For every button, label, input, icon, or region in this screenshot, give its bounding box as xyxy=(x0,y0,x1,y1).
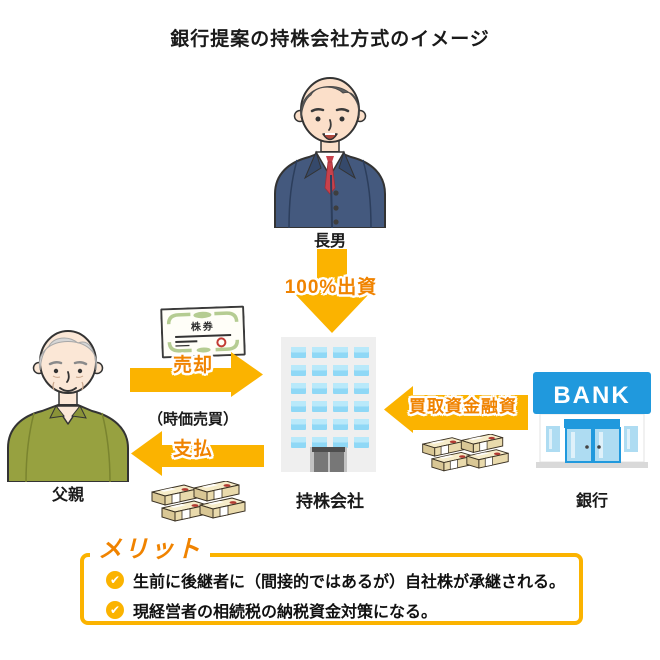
check-icon: ✔ xyxy=(106,601,124,619)
son-illustration xyxy=(274,77,386,228)
invest-arrow-label: 100%出資 xyxy=(284,277,378,298)
sell-arrow xyxy=(130,352,263,397)
market-price-note: （時価売買） xyxy=(147,411,238,428)
holding-company-label: 持株会社 xyxy=(296,492,364,511)
bank-label: 銀行 xyxy=(575,493,608,510)
loan-arrow-label: 買取資金融資 xyxy=(409,397,517,416)
merit-item: ✔ 生前に後継者に（間接的ではあるが）自社株が承継される。 xyxy=(106,568,579,592)
money-stacks-bank xyxy=(422,434,509,472)
invest-arrow xyxy=(295,249,369,333)
son-label: 長男 xyxy=(313,233,346,250)
merit-title: メリット xyxy=(90,529,210,564)
merit-item-text: 生前に後継者に（間接的ではあるが）自社株が承継される。 xyxy=(133,574,566,591)
stock-certificate: 株券 xyxy=(160,305,246,359)
merit-item: ✔ 現経営者の相続税の納税資金対策になる。 xyxy=(106,598,579,622)
check-icon: ✔ xyxy=(106,571,124,589)
merit-box: ✔ 生前に後継者に（間接的ではあるが）自社株が承継される。 ✔ 現経営者の相続税… xyxy=(80,553,583,625)
diagram-title: 銀行提案の持株会社方式のイメージ xyxy=(170,29,490,50)
pay-arrow xyxy=(131,431,264,476)
pay-arrow-label: 支払 xyxy=(172,439,213,460)
bank-building: BANK xyxy=(533,372,651,468)
holding-company-building xyxy=(281,337,376,472)
certificate-title-text: 株券 xyxy=(191,320,215,334)
father-label: 父親 xyxy=(51,487,84,504)
sell-arrow-label: 売却 xyxy=(172,355,213,376)
father-illustration xyxy=(7,330,129,482)
money-stacks-father xyxy=(151,481,246,522)
bank-sign-text: BANK xyxy=(553,382,630,409)
loan-arrow xyxy=(384,386,528,433)
merit-item-text: 現経営者の相続税の納税資金対策になる。 xyxy=(133,604,438,621)
